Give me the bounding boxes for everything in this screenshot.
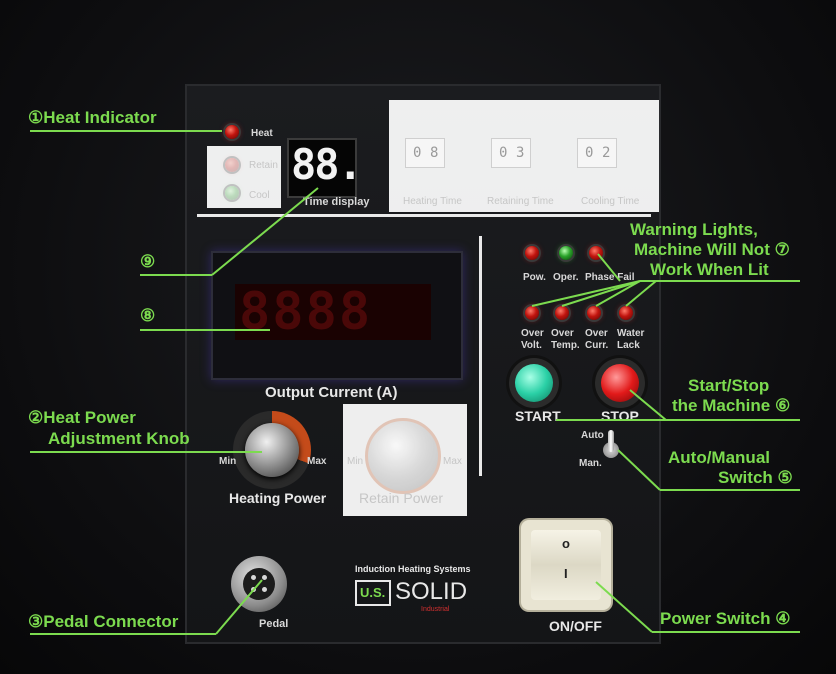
heating-power-label: Heating Power [229, 490, 327, 506]
over-curr-led [587, 306, 601, 320]
brand-logo-box: U.S. [355, 580, 391, 606]
timer-digit: 0 [413, 145, 422, 161]
rocker-face[interactable] [531, 530, 601, 600]
annotation-warning-3: Work When Lit [650, 260, 769, 279]
retain-power-knob[interactable] [365, 418, 441, 494]
annotation-heat-power-2: Adjustment Knob [48, 429, 190, 448]
pedal-connector[interactable] [231, 556, 287, 612]
cool-label: Cool [249, 190, 270, 201]
annotation-start-stop-2: the Machine ⑥ [672, 396, 791, 415]
cooling-time-timer: 0 2 [577, 138, 617, 168]
annotation-auto-manual-1: Auto/Manual [668, 448, 770, 467]
pedal-connector-face [243, 568, 275, 600]
retain-knob-max: Max [443, 456, 462, 467]
output-current-label: Output Current (A) [265, 384, 398, 401]
annotation-auto-manual-2: Switch ⑤ [718, 468, 793, 487]
over-temp-label: Over Temp. [551, 328, 580, 351]
annotation-warning-2: Machine Will Not ⑦ [634, 240, 790, 259]
brand-name: SOLID [395, 578, 468, 605]
over-curr-label: Over Curr. [585, 328, 609, 351]
power-rocker-switch[interactable]: o I [521, 520, 611, 610]
pin [251, 587, 256, 592]
onoff-label: ON/OFF [549, 618, 602, 634]
timer-digit: 0 [499, 145, 508, 161]
cool-indicator-led [225, 186, 239, 200]
annotation-start-stop-1: Start/Stop [688, 376, 770, 395]
over-temp-led [555, 306, 569, 320]
retain-label: Retain [249, 160, 278, 171]
oper-led [559, 246, 573, 260]
pin [251, 575, 256, 580]
brand-us: U.S. [360, 585, 386, 600]
horizontal-divider [197, 214, 651, 217]
pin [262, 575, 267, 580]
rocker-o-mark: o [562, 536, 570, 551]
timer-digit: 3 [516, 145, 525, 161]
pin [262, 587, 267, 592]
annotation-power-switch: Power Switch ④ [660, 609, 791, 628]
heating-knob-min: Min [219, 456, 237, 467]
heat-label: Heat [251, 128, 273, 139]
start-label: START [515, 408, 561, 424]
auto-label: Auto [581, 430, 604, 441]
faded-status-box [207, 146, 281, 208]
retaining-time-timer: 0 3 [491, 138, 531, 168]
control-panel: Heat Retain Cool 88. Time display 0 8 0 … [185, 84, 661, 644]
pedal-label: Pedal [259, 618, 289, 630]
water-lack-led [619, 306, 633, 320]
timer-digit: 0 [585, 145, 594, 161]
pow-label: Pow. [523, 272, 546, 283]
rocker-i-mark: I [564, 566, 568, 581]
over-volt-label: Over Volt. [521, 328, 544, 351]
heating-time-timer: 0 8 [405, 138, 445, 168]
annotation-8: ⑧ [140, 306, 156, 325]
brand-tagline: Induction Heating Systems [355, 564, 471, 574]
retain-power-label: Retain Power [359, 490, 444, 506]
manual-label: Man. [579, 458, 602, 469]
water-lack-label: Water Lack [617, 328, 645, 351]
cooling-time-label: Cooling Time [581, 196, 640, 207]
annotation-heat-indicator: ①Heat Indicator [28, 108, 157, 127]
heating-power-knob-cap[interactable] [245, 423, 299, 477]
pow-led [525, 246, 539, 260]
heating-time-label: Heating Time [403, 196, 462, 207]
annotation-pedal-connector: ③Pedal Connector [28, 612, 179, 631]
annotation-warning-1: Warning Lights, [630, 220, 758, 239]
timer-digit: 2 [602, 145, 611, 161]
heat-indicator-led [225, 125, 239, 139]
over-volt-led [525, 306, 539, 320]
oper-label: Oper. [553, 272, 579, 283]
toggle-lever[interactable] [608, 430, 614, 452]
phase-fail-led [589, 246, 603, 260]
retain-indicator-led [225, 158, 239, 172]
time-display-value: 88. [291, 140, 363, 189]
timer-digit: 8 [430, 145, 439, 161]
vertical-divider [479, 236, 482, 476]
retain-knob-min: Min [347, 456, 364, 467]
current-display-value: 8888 [239, 282, 373, 342]
heating-knob-max: Max [307, 456, 327, 467]
retaining-time-label: Retaining Time [487, 196, 554, 207]
annotation-heat-power-1: ②Heat Power [28, 408, 136, 427]
time-display-label: Time display [303, 196, 370, 208]
start-button[interactable] [509, 358, 559, 408]
stop-button-cap[interactable] [601, 364, 639, 402]
brand-sub: Industrial [421, 606, 450, 613]
auto-manual-toggle[interactable] [603, 430, 619, 464]
phase-fail-label: Phase Fail [585, 272, 635, 283]
annotation-9: ⑨ [140, 252, 156, 271]
stop-button[interactable] [595, 358, 645, 408]
stop-label: STOP [601, 408, 639, 424]
start-button-cap[interactable] [515, 364, 553, 402]
